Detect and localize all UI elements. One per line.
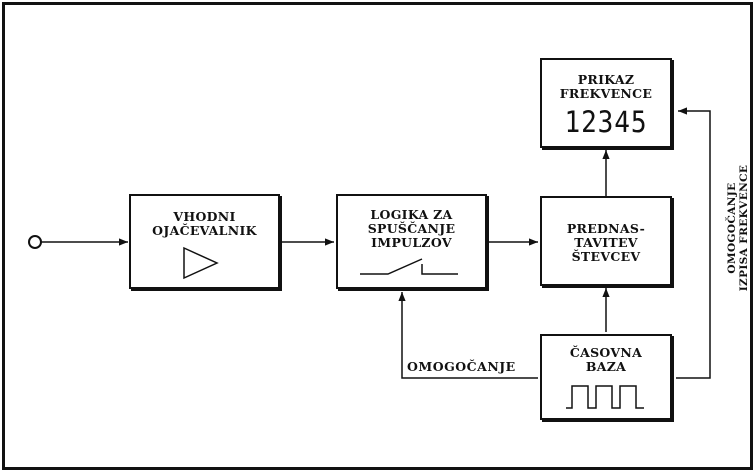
enable-wire (398, 292, 538, 379)
input-amplifier-block: VHODNI OJAČEVALNIK (129, 194, 280, 289)
gating-logic-label-3: IMPULZOV (371, 235, 452, 250)
time-base-label-1: ČASOVNA (569, 345, 643, 360)
display-enable-label-1: OMOGOČANJE (726, 182, 738, 274)
time-base-block: ČASOVNA BAZA (540, 334, 672, 420)
enable-label: OMOGOČANJE (407, 359, 516, 374)
switch-icon (360, 258, 458, 275)
gating-logic-block: LOGIKA ZA SPUŠČANJE IMPULZOV (336, 194, 487, 289)
input-amplifier-label-2: OJAČEVALNIK (152, 223, 257, 238)
display-enable-wire (676, 107, 711, 379)
counter-preset-label-1: PREDNAS- (566, 221, 646, 236)
counter-preset-label-2: TAVITEV (574, 235, 638, 250)
gating-logic-label-1: LOGIKA ZA (370, 207, 453, 222)
input-amplifier-label-1: VHODNI (173, 209, 236, 224)
display-enable-label-2: IZPISA FREKVENCE (738, 164, 750, 292)
frequency-display-block: PRIKAZ FREKVENCE 12345 (540, 58, 672, 148)
amplifier-triangle-icon (183, 246, 219, 280)
frequency-display-label-1: PRIKAZ (577, 72, 635, 87)
square-wave-icon (566, 385, 644, 409)
frequency-display-digits: 12345 (564, 105, 648, 139)
input-terminal (28, 235, 42, 249)
counter-preset-block: PREDNAS- TAVITEV ŠTEVCEV (540, 196, 672, 286)
gating-logic-label-2: SPUŠČANJE (367, 221, 456, 236)
time-base-label-2: BAZA (585, 359, 627, 374)
frequency-display-label-2: FREKVENCE (559, 86, 653, 101)
counter-preset-label-3: ŠTEVCEV (571, 249, 641, 264)
